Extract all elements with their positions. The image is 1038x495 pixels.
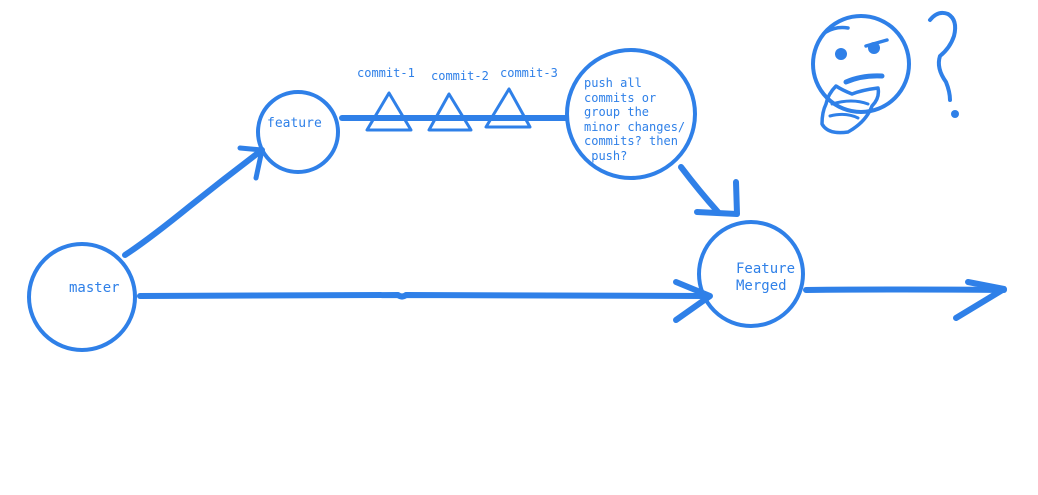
merged-node-label: Feature Merged: [736, 261, 796, 294]
master-branch-line: [137, 292, 711, 300]
question-node-circle: [565, 48, 697, 180]
feature-node-circle: [256, 90, 340, 174]
outgoing-arrow-head: [953, 279, 1007, 321]
commit-3-triangle: [484, 87, 532, 129]
commit-1-triangle: [365, 91, 413, 132]
merged-node-circle: [697, 220, 805, 328]
merge-arrow-line: [678, 164, 721, 215]
master-node-label: master: [69, 280, 120, 296]
merge-arrow-head: [694, 179, 740, 217]
question-mark-icon: [928, 10, 959, 118]
master-node-circle: [27, 242, 137, 352]
commit-2-triangle: [427, 92, 473, 132]
commit-2-label: commit-2: [431, 69, 489, 83]
thinking-face-icon: [811, 14, 911, 135]
commit-3-label: commit-3: [500, 66, 558, 80]
question-node-label: push all commits or group the minor chan…: [584, 76, 686, 163]
master-arrow-head: [673, 279, 713, 323]
branch-off-line: [122, 147, 265, 258]
outgoing-line: [803, 286, 1007, 293]
commit-1-label: commit-1: [357, 66, 415, 80]
feature-node-label: feature: [267, 116, 322, 131]
